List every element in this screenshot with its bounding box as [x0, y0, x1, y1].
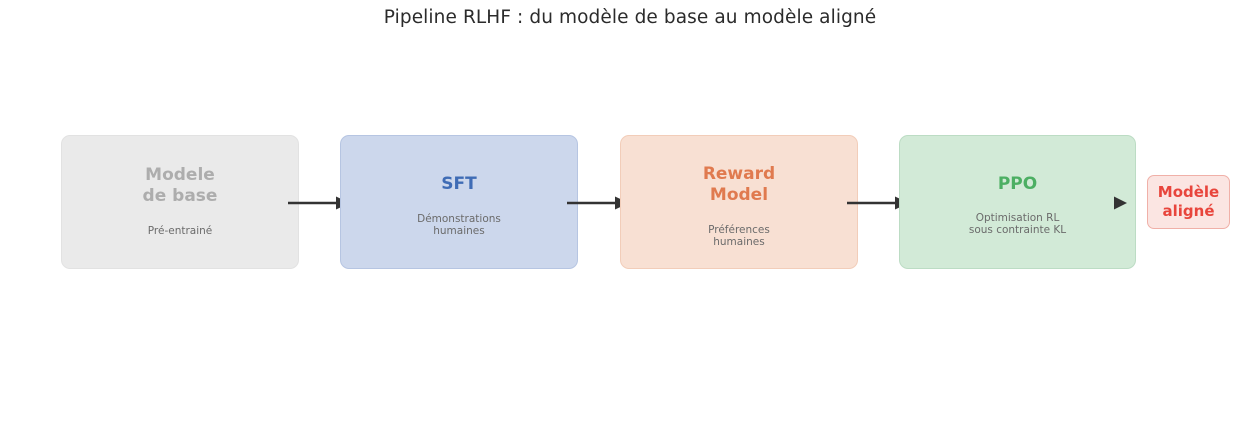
stage-title-base-model: Modele de base [142, 165, 218, 206]
page-title: Pipeline RLHF : du modèle de base au mod… [383, 7, 877, 28]
stage-title-reward-model: Reward Model [702, 164, 776, 205]
arrow-ppo-to-aligned-model [1110, 194, 1132, 212]
stage-box-reward-model[interactable]: Reward Model Préférences humaines [620, 135, 858, 269]
stage-box-ppo[interactable]: PPO Optimisation RL sous contrainte KL [899, 135, 1136, 269]
stage-subtitle-base-model: Pré-entrainé [147, 225, 213, 237]
stage-box-base-model[interactable]: Modele de base Pré-entrainé [61, 135, 299, 269]
stage-subtitle-reward-model: Préférences humaines [708, 224, 770, 248]
stage-subtitle-sft: Démonstrations humaines [417, 213, 501, 237]
badge-title-aligned-model: Modèle aligné [1157, 183, 1220, 220]
stage-subtitle-ppo: Optimisation RL sous contrainte KL [968, 212, 1067, 236]
badge-aligned-model[interactable]: Modèle aligné [1147, 175, 1230, 229]
stage-box-sft[interactable]: SFT Démonstrations humaines [340, 135, 578, 269]
stage-title-ppo: PPO [997, 174, 1038, 194]
stage-title-sft: SFT [441, 174, 477, 194]
